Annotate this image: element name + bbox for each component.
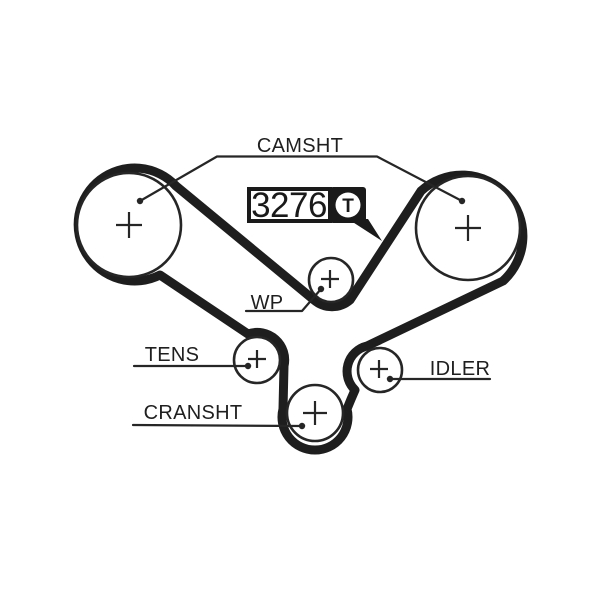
camshaft-left-pointer-dot	[136, 197, 144, 205]
water-pump-pointer-dot	[317, 285, 325, 293]
idler-label: IDLER	[430, 358, 490, 380]
center-mark-camshaft-left	[116, 212, 142, 238]
center-mark-water-pump	[321, 270, 339, 288]
crankshaft-label: CRANSHT	[144, 402, 243, 424]
center-mark-tensioner	[248, 350, 266, 368]
camshaft-label: CAMSHT	[257, 135, 343, 157]
center-mark-crankshaft	[303, 401, 327, 425]
tensioner-leader-line	[132, 362, 252, 370]
center-mark-camshaft-right	[455, 215, 481, 241]
camshaft-leader-line	[136, 155, 466, 205]
part-number-text: 3276	[251, 186, 327, 225]
idler-leader-line	[386, 375, 492, 383]
logo-t-icon: T	[342, 196, 354, 217]
water-pump-label: WP	[251, 292, 284, 314]
center-mark-idler	[370, 360, 388, 378]
water-pump-leader-line	[244, 285, 325, 313]
part-number-badge: 3276 T	[247, 186, 382, 241]
logo-circle	[335, 192, 361, 218]
camshaft-right-pointer-dot	[458, 197, 466, 205]
idler-pointer-dot	[386, 375, 394, 383]
logo-pointer-tail	[348, 219, 382, 241]
tensioner-label: TENS	[145, 344, 200, 366]
crankshaft-pointer-dot	[298, 422, 306, 430]
crankshaft-leader-line	[131, 422, 306, 430]
tensioner-pointer-dot	[244, 362, 252, 370]
